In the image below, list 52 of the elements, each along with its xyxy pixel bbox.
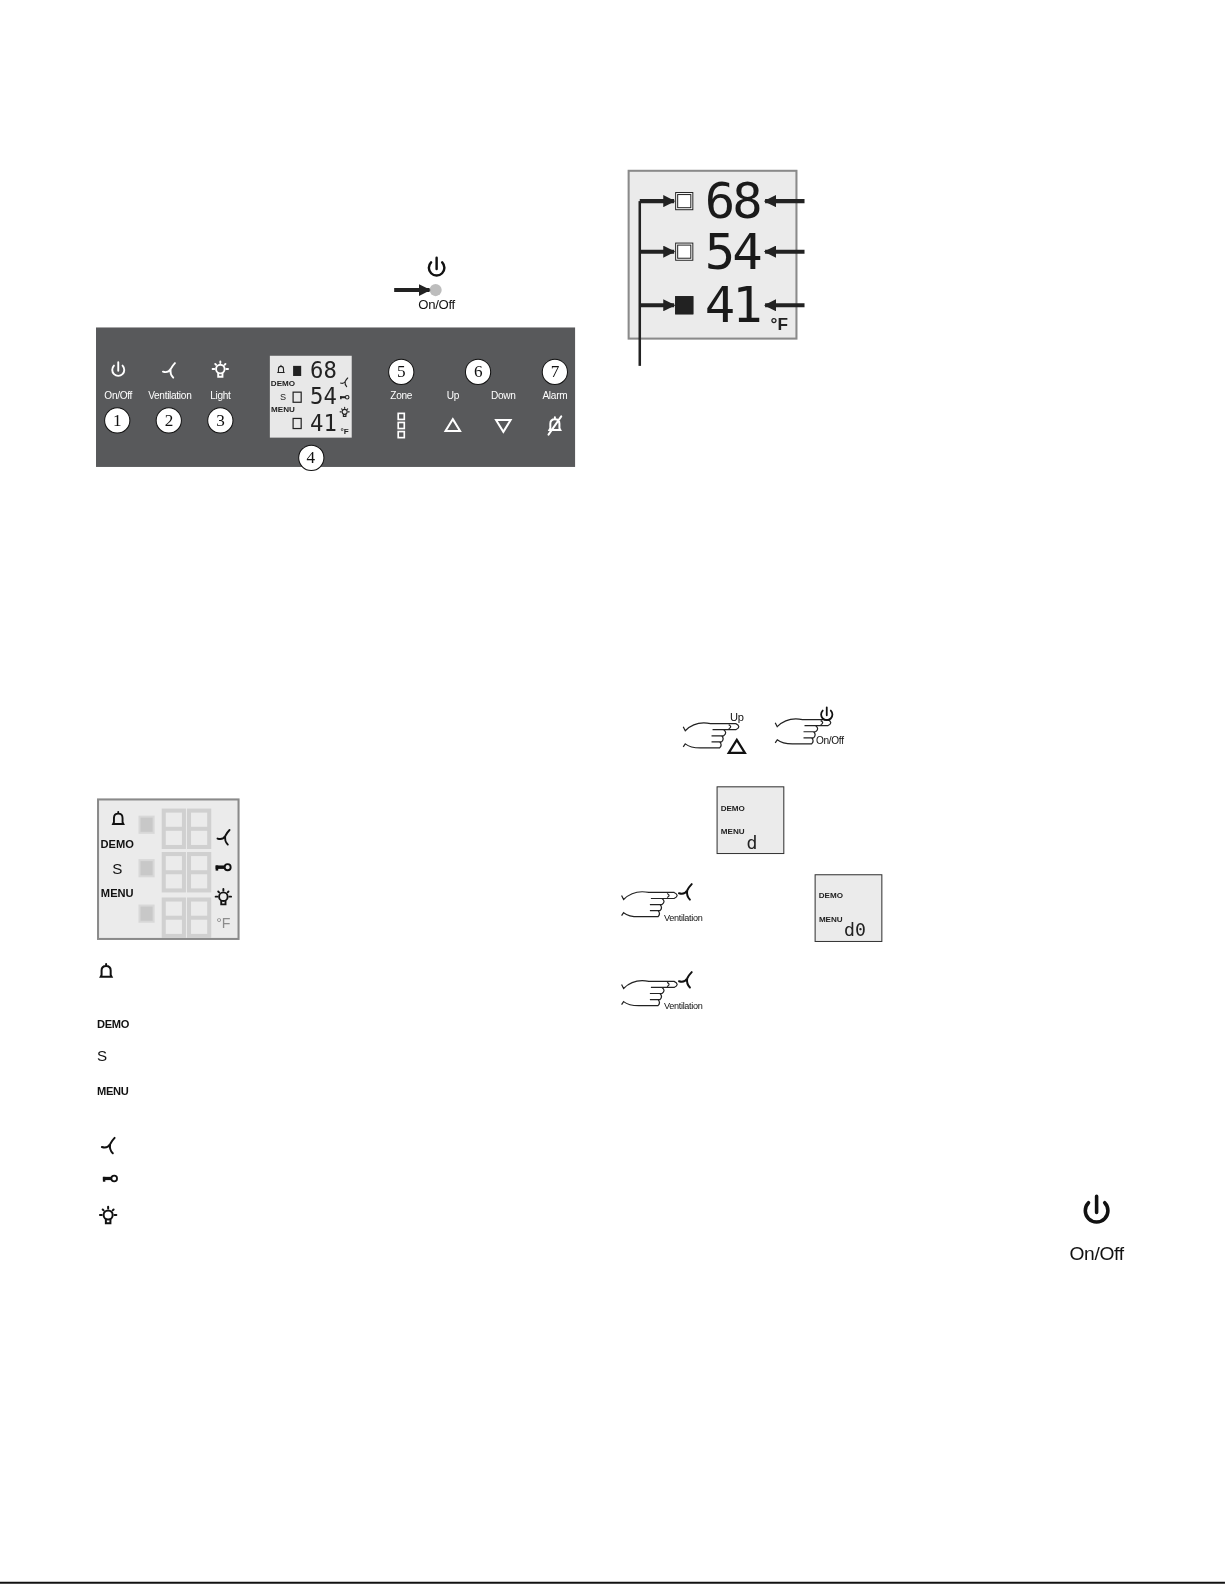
temperature-readout: 54 [700, 226, 765, 277]
mode-label: MENU [818, 915, 843, 924]
temperature-readout: 41 [310, 412, 337, 435]
bracket-line [638, 201, 642, 366]
temperature-readout: 54 [310, 386, 337, 409]
button-label: Zone [390, 391, 413, 402]
button-label: On/Off [1069, 1243, 1124, 1263]
arrow [763, 245, 805, 258]
display-readout: d0 [844, 920, 866, 939]
button-label: Light [210, 391, 231, 402]
arrow [763, 299, 805, 312]
button-label: Ventilation [663, 914, 703, 924]
arrow [639, 299, 676, 312]
lcd-display [814, 874, 883, 942]
arrow [763, 195, 805, 208]
symbol-label: MENU [97, 1086, 129, 1098]
display-readout: d [746, 833, 758, 852]
lcd-display [627, 169, 798, 340]
button-label: Down [491, 391, 516, 402]
button-label: Ventilation [663, 1002, 703, 1012]
button-label: Alarm [542, 391, 568, 402]
zone-indicator [675, 242, 694, 261]
mode-label: DEMO [720, 804, 745, 813]
power-button [429, 284, 442, 297]
button-label: Up [446, 391, 459, 402]
mode-label: DEMO [818, 891, 843, 900]
arrow [394, 284, 431, 297]
unit-label: °F [340, 427, 349, 436]
control-panel [96, 327, 576, 467]
arrow [639, 195, 676, 208]
button-label: On/Off [418, 297, 455, 311]
mode-label: DEMO [100, 839, 134, 851]
symbol-label: S [97, 1047, 107, 1063]
mode-label: S [279, 392, 287, 402]
temperature-readout: 68 [310, 359, 337, 383]
arrow [639, 245, 676, 258]
button-label: Up [730, 712, 744, 724]
temperature-readout: 68 [700, 175, 765, 227]
mode-label: MENU [271, 406, 295, 415]
unit-label: °F [216, 915, 231, 930]
lcd-display [716, 786, 785, 855]
unit-label: °F [770, 315, 788, 334]
mode-label: MENU [720, 827, 745, 836]
button-label: On/Off [815, 735, 844, 746]
mode-label: S [112, 860, 123, 876]
temperature-readout: 41 [700, 279, 765, 331]
mode-label: DEMO [270, 380, 296, 389]
lcd-display [269, 355, 352, 438]
symbol-label: DEMO [97, 1019, 130, 1031]
mode-label: MENU [100, 887, 134, 899]
button-label: On/Off [104, 391, 133, 402]
button-label: Ventilation [148, 391, 192, 402]
